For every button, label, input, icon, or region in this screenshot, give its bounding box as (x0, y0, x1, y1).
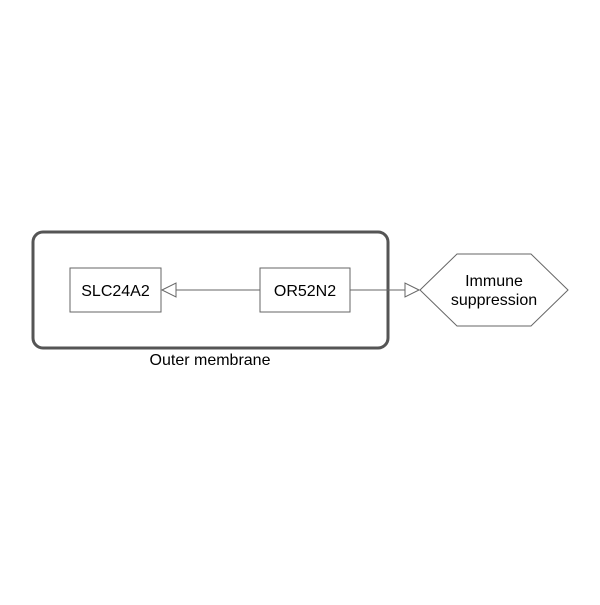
phenotype-hexagon (419, 253, 569, 327)
node-box (259, 267, 351, 313)
edge-or52n2-to-immune-suppression (350, 282, 421, 298)
node-label: OR52N2 (274, 283, 336, 300)
phenotype-label-line1: Immune (465, 273, 523, 290)
phenotype-label-line2: suppression (451, 292, 537, 309)
open-arrowhead (404, 282, 421, 298)
node-box (69, 267, 162, 313)
edge-or52n2-to-slc24a2 (160, 282, 260, 298)
node-or52n2[interactable]: OR52N2 (259, 267, 351, 313)
node-immune-suppression[interactable]: Immune suppression (419, 253, 569, 327)
node-slc24a2[interactable]: SLC24A2 (69, 267, 162, 313)
outer-membrane-label: Outer membrane (150, 352, 271, 369)
open-arrowhead (160, 282, 177, 298)
node-label: SLC24A2 (81, 283, 150, 300)
